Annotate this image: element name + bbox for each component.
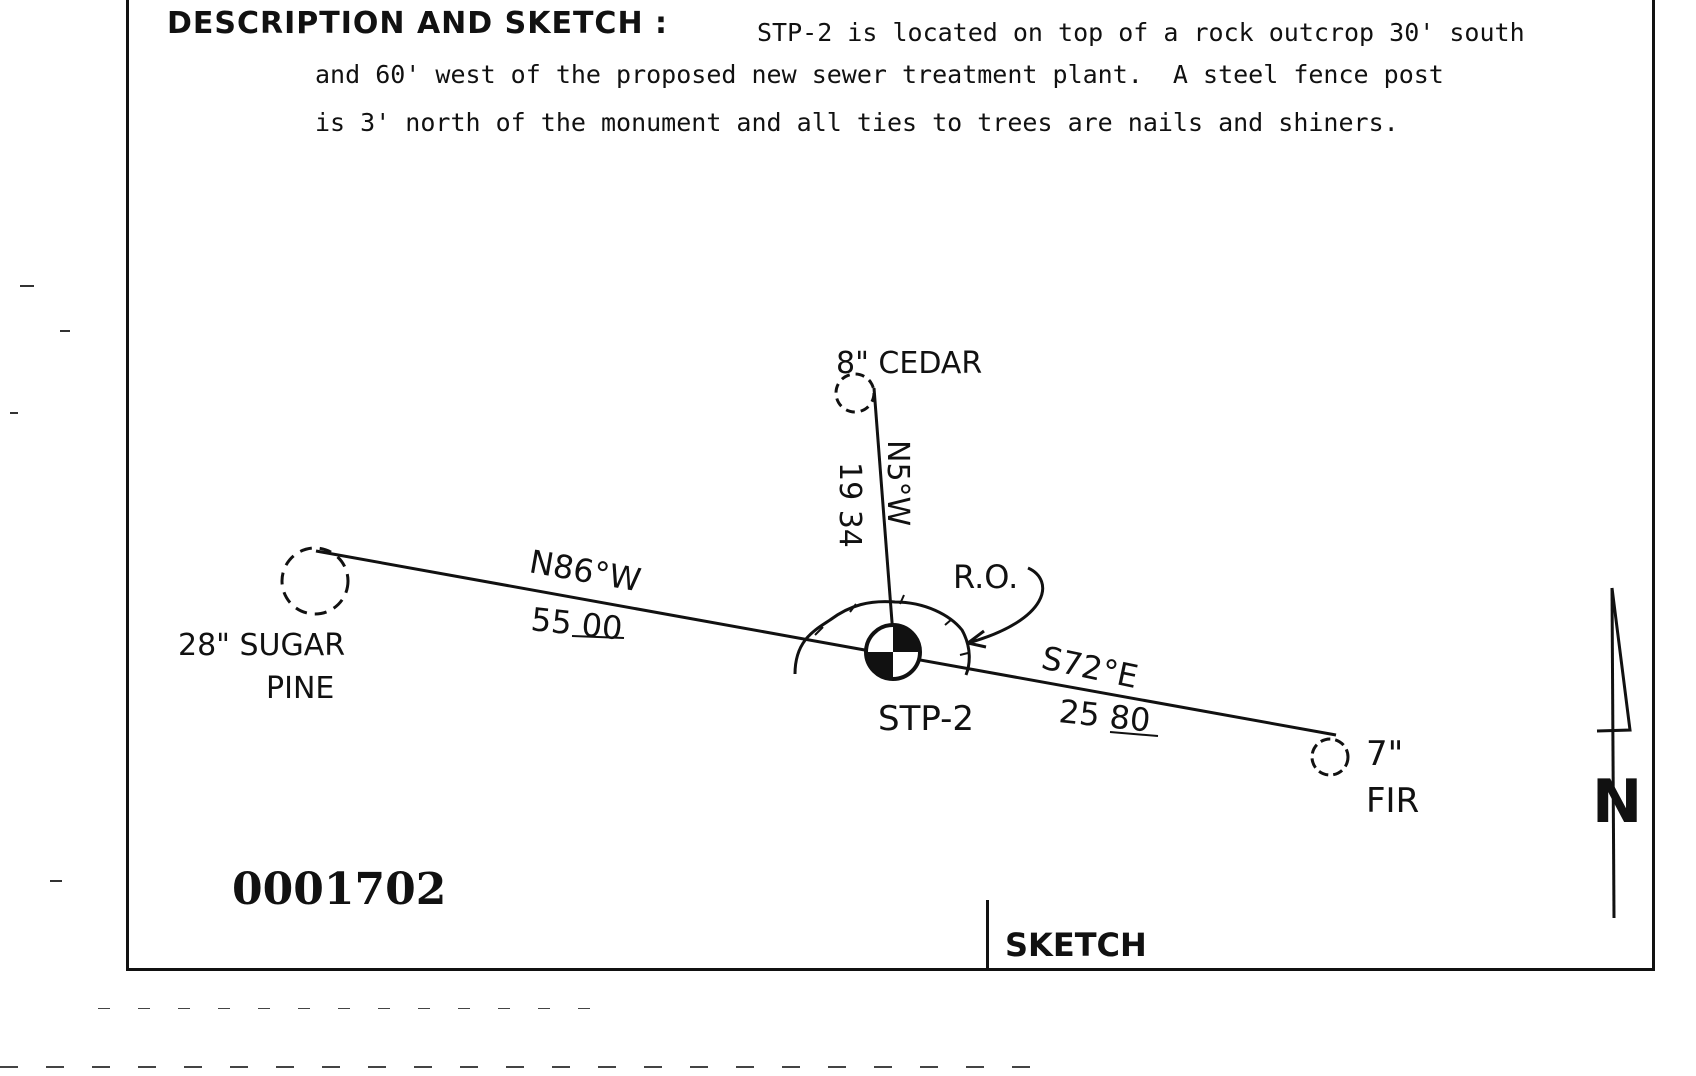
description-line-1: STP-2 is located on top of a rock outcro… bbox=[757, 18, 1525, 47]
fir-tree-label-line-2: FIR bbox=[1366, 781, 1419, 821]
monument-label: STP-2 bbox=[878, 699, 974, 739]
east-tie-distance: 25 80 bbox=[1057, 692, 1152, 739]
tie-line-west-east bbox=[315, 549, 1337, 737]
document-number: 0001702 bbox=[232, 864, 447, 915]
cedar-tree-label: 8" CEDAR bbox=[836, 346, 982, 381]
section-heading: DESCRIPTION AND SKETCH : bbox=[167, 6, 668, 41]
description-line-3: is 3' north of the monument and all ties… bbox=[315, 108, 1399, 137]
scan-mark bbox=[10, 412, 18, 414]
north-arrow-icon: N bbox=[1592, 587, 1642, 919]
scan-mark bbox=[0, 1066, 1030, 1068]
east-tie-distance-underline bbox=[1109, 731, 1159, 737]
fir-tree-icon bbox=[1310, 737, 1350, 777]
monument-symbol-icon bbox=[864, 623, 922, 681]
sketch-section-label: SKETCH bbox=[1005, 926, 1147, 964]
ro-leader-arrowhead-icon bbox=[967, 629, 987, 649]
rock-outcrop-hatching bbox=[814, 594, 969, 656]
tie-line-north bbox=[872, 387, 895, 636]
north-tie-bearing: N5°W bbox=[880, 440, 915, 526]
fir-tree-label-line-1: 7" bbox=[1366, 734, 1403, 774]
sugar-pine-label-line-1: 28" SUGAR bbox=[178, 628, 345, 663]
scan-mark bbox=[50, 880, 62, 882]
north-arrow-letter: N bbox=[1592, 767, 1642, 837]
scan-mark bbox=[98, 1008, 618, 1009]
east-tie-bearing: S72°E bbox=[1038, 639, 1141, 696]
north-tie-distance: 19 34 bbox=[832, 462, 867, 548]
description-line-2: and 60' west of the proposed new sewer t… bbox=[315, 60, 1444, 89]
ro-leader-arrow bbox=[967, 566, 1045, 645]
document-frame bbox=[126, 0, 1655, 971]
sugar-pine-label-line-2: PINE bbox=[266, 671, 334, 706]
west-tie-distance: 55 00 bbox=[529, 600, 624, 647]
cedar-tree-icon bbox=[834, 372, 876, 414]
sketch-divider bbox=[986, 900, 989, 971]
rock-outcrop-label: R.O. bbox=[953, 558, 1018, 596]
sugar-pine-tree-icon bbox=[280, 546, 350, 616]
west-tie-distance-underline bbox=[571, 635, 625, 639]
scan-mark bbox=[60, 330, 70, 332]
rock-outcrop-outline bbox=[793, 600, 971, 676]
scan-mark bbox=[20, 285, 34, 287]
